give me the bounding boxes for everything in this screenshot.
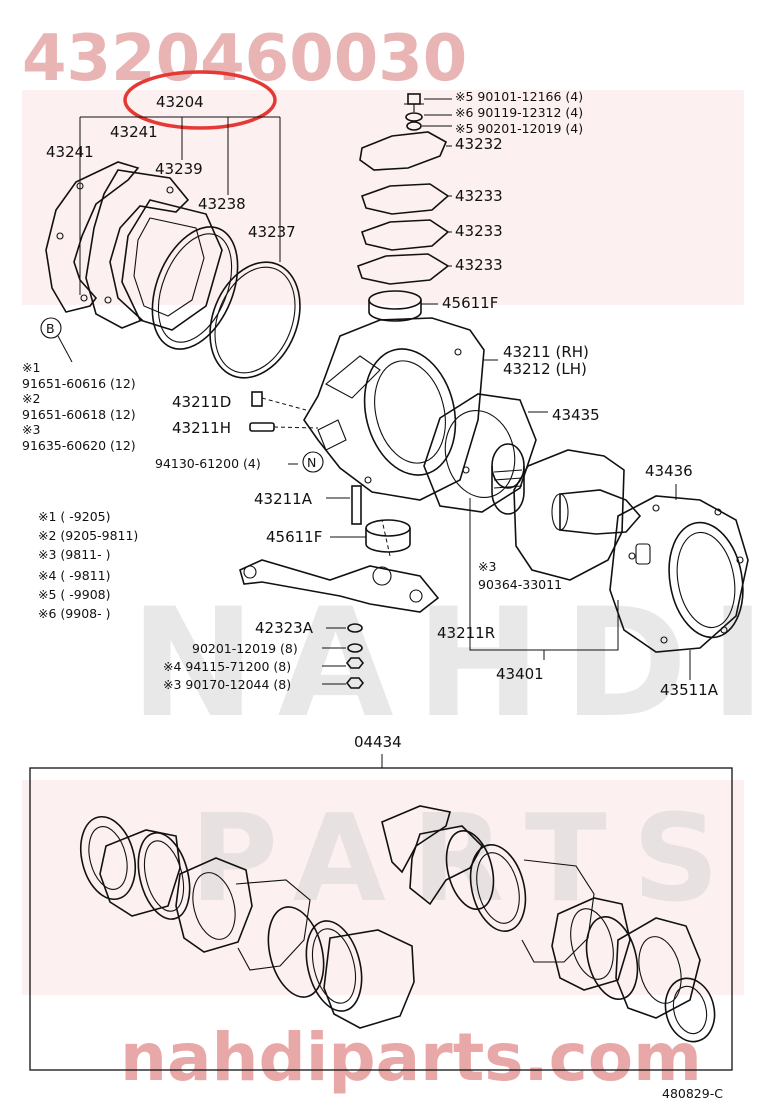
diagram-code: 480829-C (662, 1086, 723, 1101)
callout-b[interactable]: B (46, 321, 55, 336)
label-43241-left[interactable]: 43241 (46, 143, 94, 161)
bolt-43211h (249, 422, 319, 432)
label-43211d[interactable]: 43211D (172, 393, 231, 411)
watermark-brand: NAHDI (130, 577, 760, 751)
shim-43233-1 (360, 183, 450, 215)
label-91635-60620[interactable]: 91635-60620 (12) (22, 438, 136, 453)
steering-arm (239, 519, 440, 613)
label-43211h[interactable]: 43211H (172, 419, 231, 437)
label-90364-33011[interactable]: 90364-33011 (478, 577, 562, 592)
label-43435[interactable]: 43435 (552, 406, 600, 424)
watermark-part-number: 4320460030 (22, 22, 467, 96)
label-42323a[interactable]: 42323A (255, 619, 314, 637)
label-43436[interactable]: 43436 (645, 462, 693, 480)
note-1-mark: ※1 (22, 360, 40, 375)
note-2-mark: ※2 (22, 391, 40, 406)
label-90201-12019-8[interactable]: 90201-12019 (8) (192, 641, 298, 656)
kit-04434-contents (80, 805, 716, 1043)
bolt-stack (404, 93, 424, 131)
shim-43233-3 (356, 253, 450, 285)
note-3b-mark: ※3 (478, 559, 496, 574)
bracket-43204 (79, 116, 281, 295)
callout-b-circle (40, 317, 62, 339)
kit-04434-box (29, 767, 733, 1071)
date-code-1: ※1 ( -9205) (38, 509, 110, 524)
leaders-bolts (422, 98, 452, 127)
note-3-mark: ※3 (22, 422, 40, 437)
leaders-nuts (322, 647, 346, 685)
seal-felt-43239 (121, 199, 223, 331)
label-43212-lh[interactable]: 43212 (LH) (503, 360, 587, 378)
bearing-cap-43232 (359, 131, 448, 171)
date-code-legend: ※1 ( -9205) ※2 (9205-9811) ※3 (9811- ) ※… (38, 509, 138, 621)
label-43211-rh[interactable]: 43211 (RH) (503, 343, 589, 361)
label-43237[interactable]: 43237 (248, 223, 296, 241)
dust-seal-43435 (423, 393, 537, 513)
label-43211a[interactable]: 43211A (254, 490, 313, 508)
label-04434[interactable]: 04434 (354, 733, 402, 751)
spindle-43401 (513, 449, 642, 581)
leader-b (57, 335, 73, 363)
label-43241-right[interactable]: 43241 (110, 123, 158, 141)
label-43211r[interactable]: 43211R (437, 624, 495, 642)
stud-43211a (351, 485, 362, 525)
seal-ring-43238 (151, 226, 239, 350)
watermark-red-band-top (22, 90, 744, 305)
label-91651-60616[interactable]: 91651-60616 (12) (22, 376, 136, 391)
grease-fitting-43211d (251, 391, 307, 411)
date-code-5: ※5 ( -9908) (38, 587, 110, 602)
shim-43233-2 (360, 219, 450, 251)
bearing-45611f-mid (365, 519, 411, 553)
label-90201-12019[interactable]: ※5 90201-12019 (4) (455, 121, 583, 136)
watermark-brand-sub: PARTS (190, 790, 745, 929)
date-code-4: ※4 ( -9811) (38, 568, 110, 583)
label-43401[interactable]: 43401 (496, 665, 544, 683)
nut-stack (345, 623, 365, 689)
label-90101-12166[interactable]: ※5 90101-12166 (4) (455, 89, 583, 104)
label-43233-3[interactable]: 43233 (455, 256, 503, 274)
label-43233-2[interactable]: 43233 (455, 222, 503, 240)
label-43204[interactable]: 43204 (156, 93, 204, 111)
hub-43436 (609, 495, 749, 653)
highlight-ellipse (123, 70, 277, 130)
label-43238[interactable]: 43238 (198, 195, 246, 213)
label-43232[interactable]: 43232 (455, 135, 503, 153)
callout-n[interactable]: N (307, 455, 316, 470)
label-43239[interactable]: 43239 (155, 160, 203, 178)
steering-knuckle (303, 317, 485, 501)
watermark: 4320460030 NAHDI PARTS nahdiparts.com (22, 22, 760, 1096)
callout-n-circle (302, 451, 324, 473)
date-code-6: ※6 (9908- ) (38, 606, 110, 621)
label-90119-12312[interactable]: ※6 90119-12312 (4) (455, 105, 583, 120)
label-90170-12044[interactable]: ※3 90170-12044 (8) (163, 677, 291, 692)
date-code-3: ※3 (9811- ) (38, 547, 110, 562)
leaders-43233 (448, 195, 452, 267)
label-45611f-top[interactable]: 45611F (442, 294, 498, 312)
label-91651-60618[interactable]: 91651-60618 (12) (22, 407, 136, 422)
seal-ring-43237 (209, 261, 301, 379)
date-code-2: ※2 (9205-9811) (38, 528, 138, 543)
label-43511a[interactable]: 43511A (660, 681, 719, 699)
oil-seal-retainer-right (85, 169, 190, 329)
bearing-45611f-top (368, 290, 422, 322)
label-43233-1[interactable]: 43233 (455, 187, 503, 205)
label-94115-71200[interactable]: ※4 94115-71200 (8) (163, 659, 291, 674)
watermark-url: nahdiparts.com (120, 1019, 702, 1096)
label-94130-61200[interactable]: 94130-61200 (4) (155, 456, 261, 471)
label-45611f-mid[interactable]: 45611F (266, 528, 322, 546)
spindle-bushing-43211r (491, 443, 525, 515)
